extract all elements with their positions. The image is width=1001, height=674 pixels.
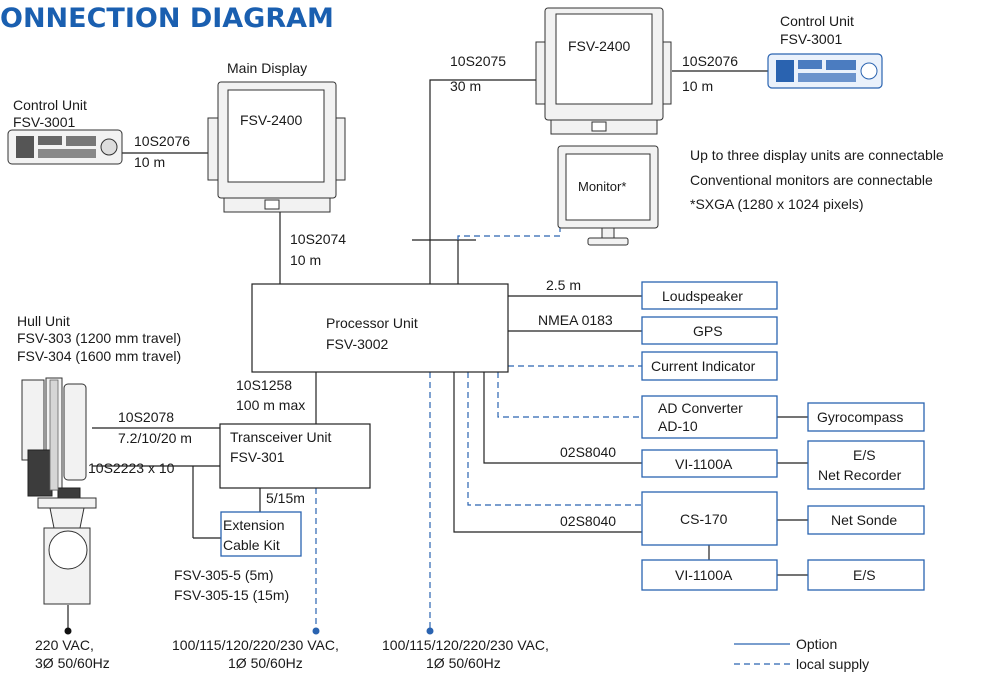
current-indicator-box — [641, 351, 778, 381]
loudspeaker-box — [641, 281, 778, 310]
extension-kit-box — [220, 511, 302, 557]
loudspeaker-cable: 2.5 m — [546, 277, 581, 293]
control-unit-right-label: Control Unit — [780, 13, 854, 29]
control-unit-left-illustration — [7, 129, 123, 165]
gps-box — [641, 316, 778, 345]
processor-unit-name: Processor Unit — [326, 315, 418, 331]
proc-trx-cable-code: 10S1258 — [236, 377, 292, 393]
monitor-label: Monitor* — [578, 179, 626, 194]
trx-power-line2: 1Ø 50/60Hz — [228, 655, 303, 671]
ad-converter-box — [641, 395, 778, 439]
display-cable-length: 10 m — [290, 252, 321, 268]
es-net-recorder-box — [807, 440, 925, 490]
diagram-title: ONNECTION DIAGRAM — [0, 3, 334, 34]
hull-power-dot — [64, 627, 72, 635]
main-display-label: Main Display — [227, 60, 307, 76]
note-3: *SXGA (1280 x 1024 pixels) — [690, 196, 864, 212]
control-unit-left-model: FSV-3001 — [13, 114, 75, 130]
hull-unit-model-1: FSV-303 (1200 mm travel) — [17, 330, 181, 346]
net-sonde-label: Net Sonde — [831, 512, 897, 528]
trx-power-line1: 100/115/120/220/230 VAC, — [172, 637, 339, 653]
trx-power-dot — [312, 627, 320, 635]
gps-label: GPS — [693, 323, 723, 339]
legend-option-label: Option — [796, 636, 837, 652]
transceiver-unit-box — [219, 423, 371, 489]
processor-unit-box — [251, 283, 509, 373]
hull-cable-2-code: 10S2223 x 10 — [88, 460, 175, 476]
es-label: E/S — [853, 567, 876, 583]
sub-display-illustration — [535, 7, 672, 135]
proc-power-dot — [426, 627, 434, 635]
control-unit-left-label: Control Unit — [13, 97, 87, 113]
cs170-label: CS-170 — [680, 511, 728, 527]
main-display-illustration — [207, 81, 346, 213]
loudspeaker-label: Loudspeaker — [662, 288, 743, 304]
control-unit-right-illustration — [767, 53, 883, 89]
note-1: Up to three display units are connectabl… — [690, 147, 944, 163]
vi-lower-label: VI-1100A — [675, 567, 733, 583]
control-unit-right-cable: 10S2076 — [682, 53, 738, 69]
ad-converter-name: AD Converter — [658, 400, 743, 416]
extension-model-1: FSV-305-5 (5m) — [174, 567, 274, 583]
main-display-model: FSV-2400 — [240, 112, 302, 128]
extension-model-2: FSV-305-15 (15m) — [174, 587, 289, 603]
net-sonde-box — [807, 505, 925, 535]
proc-power-line1: 100/115/120/220/230 VAC, — [382, 637, 549, 653]
es-box — [807, 559, 925, 591]
gyrocompass-label: Gyrocompass — [817, 409, 903, 425]
extension-kit-line2: Cable Kit — [223, 537, 280, 553]
sub-display-cable-code: 10S2075 — [450, 53, 506, 69]
monitor-illustration — [557, 145, 659, 246]
hull-unit-label: Hull Unit — [17, 313, 70, 329]
hull-cable-1-length: 7.2/10/20 m — [118, 430, 192, 446]
note-2: Conventional monitors are connectable — [690, 172, 933, 188]
hull-cable-1-code: 10S2078 — [118, 409, 174, 425]
current-indicator-label: Current Indicator — [651, 358, 756, 374]
transceiver-unit-model: FSV-301 — [230, 449, 285, 465]
ad-converter-model: AD-10 — [658, 418, 698, 434]
gps-cable: NMEA 0183 — [538, 312, 613, 328]
vi-upper-cable: 02S8040 — [560, 444, 616, 460]
proc-trx-cable-length: 100 m max — [236, 397, 305, 413]
processor-unit-model: FSV-3002 — [326, 336, 388, 352]
transceiver-unit-name: Transceiver Unit — [230, 429, 332, 445]
vi-upper-label: VI-1100A — [675, 456, 733, 472]
legend: Option local supply — [734, 636, 869, 672]
sub-display-cable-length: 30 m — [450, 78, 481, 94]
hull-unit-model-2: FSV-304 (1600 mm travel) — [17, 348, 181, 364]
hull-power-line1: 220 VAC, — [35, 637, 94, 653]
cs170-box — [641, 491, 778, 546]
local-supply-lines — [64, 210, 642, 635]
cable-lines — [67, 70, 808, 628]
legend-local-label: local supply — [796, 656, 869, 672]
extension-kit-line1: Extension — [223, 517, 284, 533]
sub-display-model: FSV-2400 — [568, 38, 630, 54]
proc-power-line2: 1Ø 50/60Hz — [426, 655, 501, 671]
display-cable-code: 10S2074 — [290, 231, 346, 247]
vi-upper-box — [641, 449, 778, 478]
hull-power-line2: 3Ø 50/60Hz — [35, 655, 110, 671]
gyrocompass-box — [807, 402, 925, 432]
hull-unit-illustration — [21, 377, 97, 605]
control-unit-right-length: 10 m — [682, 78, 713, 94]
extension-cable-length: 5/15m — [266, 490, 305, 506]
vi-lower-box — [641, 559, 778, 591]
cs170-cable: 02S8040 — [560, 513, 616, 529]
control-unit-right-model: FSV-3001 — [780, 31, 842, 47]
control-unit-left-length: 10 m — [134, 154, 165, 170]
es-net-recorder-line1: E/S — [853, 447, 876, 463]
es-net-recorder-line2: Net Recorder — [818, 467, 902, 483]
control-unit-left-cable: 10S2076 — [134, 133, 190, 149]
